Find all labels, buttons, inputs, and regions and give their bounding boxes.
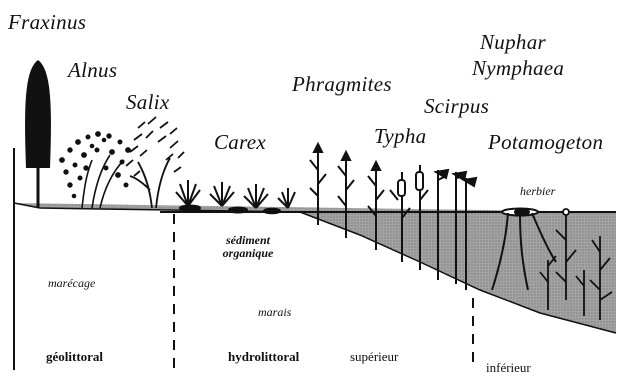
label-marais: marais: [258, 305, 291, 320]
label-scirpus: Scirpus: [424, 94, 489, 119]
label-inferieur: inférieur: [486, 360, 531, 376]
label-nymphaea: Nymphaea: [472, 56, 564, 81]
alnus-shrub-icon: [60, 132, 131, 208]
label-marecage: marécage: [48, 276, 95, 291]
label-typha: Typha: [374, 124, 426, 149]
label-superieur: supérieur: [350, 349, 398, 365]
label-nuphar: Nuphar: [480, 30, 546, 55]
label-sediment-line2: organique: [208, 247, 288, 260]
label-sediment: sédiment organique: [208, 234, 288, 260]
carex-tufts-icon: [176, 180, 295, 213]
label-hydrolittoral: hydrolittoral: [228, 349, 299, 365]
label-salix: Salix: [126, 90, 170, 115]
label-potamogeton: Potamogeton: [488, 130, 603, 155]
sediment-wedge: [14, 203, 616, 333]
label-herbier: herbier: [520, 184, 555, 199]
fraxinus-tree-icon: [25, 60, 51, 207]
label-phragmites: Phragmites: [292, 72, 392, 97]
label-fraxinus: Fraxinus: [8, 10, 86, 35]
label-carex: Carex: [214, 130, 266, 155]
label-alnus: Alnus: [68, 58, 117, 83]
salix-shrub-icon: [126, 117, 184, 208]
label-geolittoral: géolittoral: [46, 349, 103, 365]
